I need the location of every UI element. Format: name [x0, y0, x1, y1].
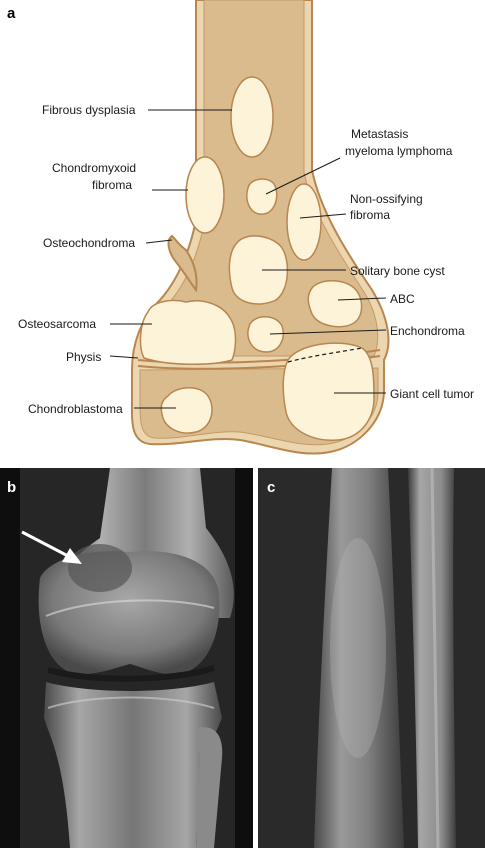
leader-lines: [109, 109, 387, 409]
label-physis: Physis: [66, 350, 102, 364]
label-giant-cell-tumor: Giant cell tumor: [390, 387, 475, 401]
metastasis-lesion: [246, 178, 278, 215]
label-metastasis-1: Metastasis: [351, 127, 409, 141]
long-bone-radiograph: [258, 468, 485, 848]
panel-a: a: [7, 0, 475, 455]
label-fibrous-dysplasia: Fibrous dysplasia: [42, 103, 136, 117]
non-ossifying-fibroma-lesion: [286, 183, 322, 261]
panel-c-letter: c: [267, 479, 276, 496]
chondroblastoma-lesion: [160, 387, 213, 434]
label-chondromyxoid-1: Chondromyxoid: [52, 161, 137, 175]
giant-cell-tumor-lesion: [282, 342, 375, 441]
label-metastasis-2: myeloma lymphoma: [345, 144, 453, 158]
medullary-cavity: [145, 0, 379, 357]
label-solitary-bone-cyst: Solitary bone cyst: [350, 264, 445, 278]
knee-radiograph: [20, 468, 235, 848]
solitary-bone-cyst-lesion: [228, 235, 289, 305]
panel-b-xray: b: [0, 468, 253, 848]
osteochondroma-shape: [167, 234, 198, 293]
panel-c-xray: c: [258, 468, 485, 848]
chondromyxoid-fibroma-lesion: [185, 156, 225, 234]
femur-diagram: [109, 0, 390, 455]
panel-b-letter: b: [7, 479, 17, 496]
fibrous-dysplasia-lesion: [230, 76, 274, 158]
giant-cell-dashed-line: [287, 347, 363, 363]
enchondroma-lesion: [247, 316, 284, 353]
label-chondroblastoma: Chondroblastoma: [28, 402, 123, 416]
label-enchondroma: Enchondroma: [390, 324, 465, 338]
panel-a-letter: a: [7, 5, 16, 22]
label-osteosarcoma: Osteosarcoma: [18, 317, 97, 331]
label-abc: ABC: [390, 292, 415, 306]
abc-lesion: [307, 280, 363, 328]
osteosarcoma-lesion: [139, 299, 237, 365]
label-chondromyxoid-2: fibroma: [92, 178, 133, 192]
label-osteochondroma: Osteochondroma: [43, 236, 136, 250]
label-non-ossifying-1: Non-ossifying: [350, 192, 423, 206]
label-non-ossifying-2: fibroma: [350, 208, 391, 222]
